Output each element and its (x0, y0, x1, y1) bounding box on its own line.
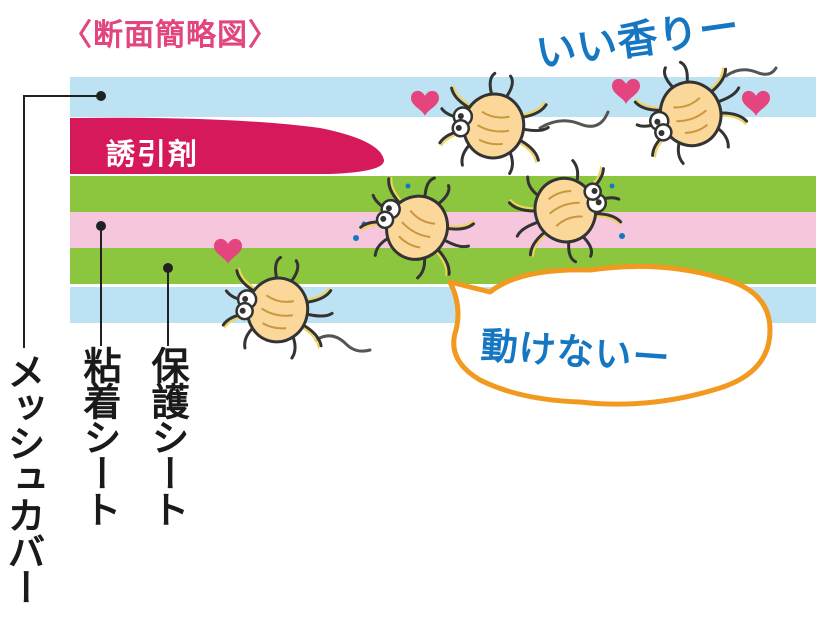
smell-curl-3 (314, 334, 372, 353)
sweat-drop-1 (353, 235, 359, 241)
smell-curl-2 (724, 66, 778, 78)
attractant-blob (70, 117, 385, 174)
label-protective-sheet: 保護シート (145, 346, 189, 526)
protective-sheet-layer-top (70, 176, 816, 212)
speech-bubble-icon (447, 263, 773, 407)
sweat-drop-5 (619, 233, 625, 239)
sweat-drop-3 (405, 183, 411, 189)
label-adhesive-sheet: 粘着シート (77, 346, 121, 526)
leader-dot-mesh (96, 91, 106, 101)
leader-dot-protective (163, 263, 173, 273)
sweat-drop-4 (609, 183, 615, 189)
smell-curl-1 (538, 110, 610, 130)
attractant-label: 誘引剤 (106, 137, 200, 171)
leader-line-mesh (23, 95, 101, 348)
label-mesh-cover: メッシュカバー (1, 352, 45, 604)
leader-dot-adhesive (96, 221, 106, 231)
diagram-title: 〈断面簡略図〉 (62, 18, 279, 53)
